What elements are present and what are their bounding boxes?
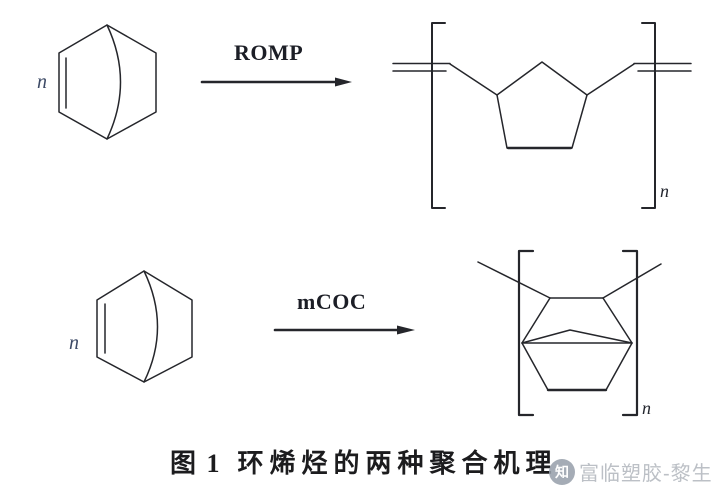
addition-product-unit (477, 249, 662, 417)
bracket-right (641, 22, 656, 209)
figure-number: 图 1 (170, 449, 222, 478)
figure-caption: 图 1 环烯烃的两种聚合机理 (170, 443, 558, 480)
repeat-subscript-top: n (660, 181, 669, 201)
mcoc-label: mCOC (297, 289, 367, 314)
romp-label: ROMP (234, 40, 304, 65)
chain-bond (602, 263, 662, 299)
figure-title: 环烯烃的两种聚合机理 (237, 449, 558, 478)
arrow-head (335, 77, 352, 87)
cyclopentane-ring (496, 61, 588, 149)
bridge-bond (143, 270, 159, 383)
romp-product-unit (392, 22, 692, 209)
monomer-coefficient-top: n (37, 71, 47, 93)
watermark: 知 富临塑胶-黎生 (549, 457, 713, 486)
norbornene-monomer-bottom (96, 270, 193, 383)
zhihu-logo-icon: 知 (549, 458, 575, 485)
methylene-bridge (521, 329, 633, 344)
arrow-head (397, 325, 415, 335)
romp-arrow (200, 77, 352, 87)
norbornene-monomer-top (58, 24, 157, 140)
chain-bond (477, 261, 551, 299)
watermark-username: 富临塑胶-黎生 (579, 463, 713, 485)
monomer-coefficient-bottom: n (69, 332, 79, 354)
bridge-bond (106, 24, 122, 140)
bracket-left (431, 22, 446, 209)
repeat-subscript-bottom: n (642, 398, 651, 418)
bracket-left (517, 249, 535, 417)
mcoc-arrow (273, 325, 415, 335)
bracket-right (621, 249, 639, 417)
